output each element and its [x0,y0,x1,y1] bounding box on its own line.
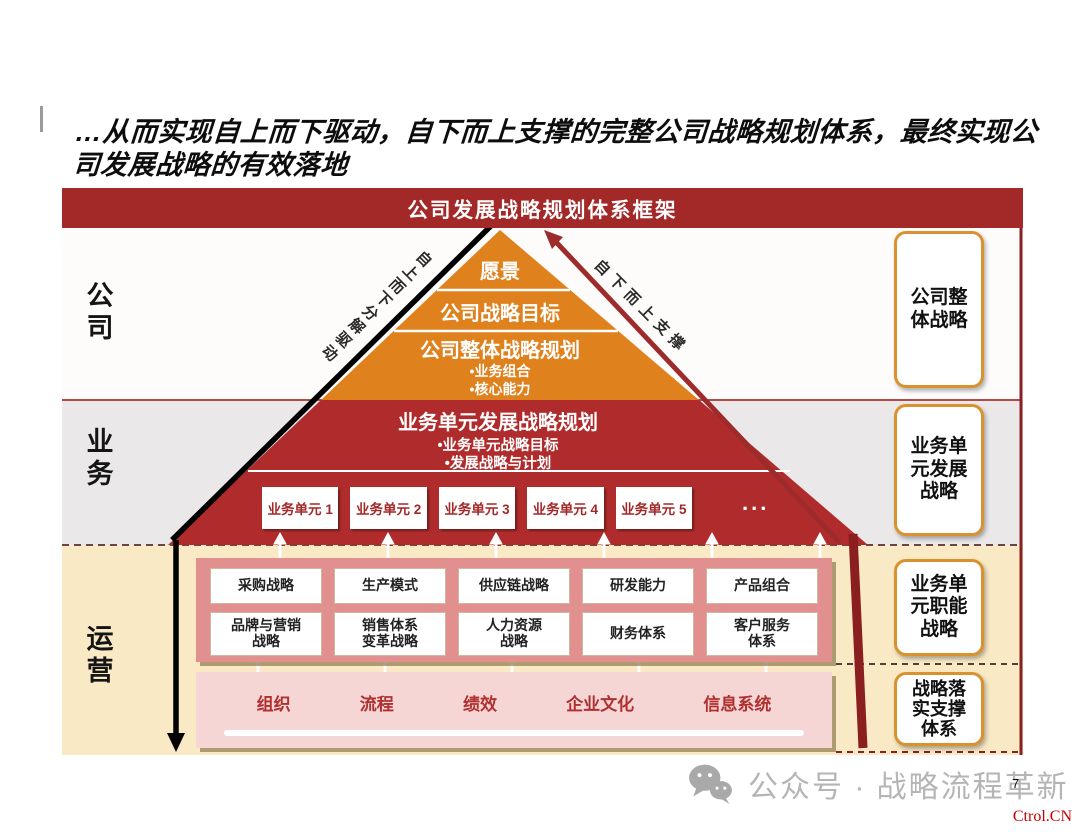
pyramid-corp-plan: 公司整体战略规划 [420,340,580,362]
page-number: 7 [1012,776,1020,791]
support-item: 组织 [256,694,291,714]
function-box: 销售体系 变革战略 [334,612,446,656]
site-watermark: Ctrol.CN [1012,808,1072,825]
side-box-bu-development-strategy: 业务单 元发展 战略 [894,404,984,536]
function-box: 生产模式 [334,568,446,604]
function-box: 品牌与营销 战略 [210,612,322,656]
business-unit-box: 业务单元 1 [262,487,339,529]
pyramid-corp-plan-bullet: •核心能力 [469,381,531,397]
diagram-header: 公司发展战略规划体系框架 [62,188,1023,228]
function-box: 采购战略 [210,568,322,604]
business-unit-box: 业务单元 3 [438,487,516,529]
business-unit-ellipsis: ... [742,490,770,515]
footer-watermark: 公众号 · 战略流程革新 [688,762,1069,806]
band-label-operations: 运 营 [86,624,114,687]
pyramid-bu-plan-bullet: •发展战略与计划 [444,456,552,472]
pyramid-bu-plan: 业务单元发展战略规划 [398,412,598,434]
function-box: 研发能力 [582,568,694,604]
side-box-strategy-support-system: 战略落 实支撑 体系 [894,672,984,746]
slide-title: …从而实现自上而下驱动，自下而上支撑的完整公司战略规划体系，最终实现公司发展战略… [71,117,1039,180]
business-unit-box: 业务单元 4 [527,487,604,529]
business-unit-box: 业务单元 5 [615,487,693,529]
function-box: 产品组合 [706,568,818,604]
title-accent-line [40,106,43,132]
support-systems-panel: 组织 流程 绩效 企业文化 信息系统 [196,672,832,748]
pyramid-corp-goal: 公司战略目标 [440,303,560,325]
pyramid-vision: 愿景 [480,261,520,283]
business-unit-box: 业务单元 2 [350,487,427,529]
side-box-bu-functional-strategy: 业务单 元职能 战略 [894,559,984,656]
function-box: 客户服务 体系 [706,612,818,656]
band-label-company: 公 司 [86,281,114,344]
wechat-icon [689,764,732,804]
function-box: 人力资源 战略 [458,612,570,656]
support-item: 流程 [359,694,394,714]
function-box: 供应链战略 [458,568,570,604]
function-box: 财务体系 [582,612,694,656]
watermark-text: 公众号 · 战略流程革新 [748,771,1069,804]
support-item: 信息系统 [703,694,772,714]
functional-strategies-panel: 采购战略 生产模式 供应链战略 研发能力 产品组合 品牌与营销 战略 销售体系 … [196,558,832,662]
support-item: 企业文化 [566,694,635,714]
business-unit-row: 业务单元 1 业务单元 2 业务单元 3 业务单元 4 业务单元 5 [262,487,693,529]
support-underline [224,730,804,736]
band-label-business: 业 务 [86,427,114,490]
side-box-corporate-strategy: 公司整 体战略 [894,231,984,388]
support-item: 绩效 [462,694,497,714]
pyramid-corp-plan-bullet: •业务组合 [469,363,531,379]
